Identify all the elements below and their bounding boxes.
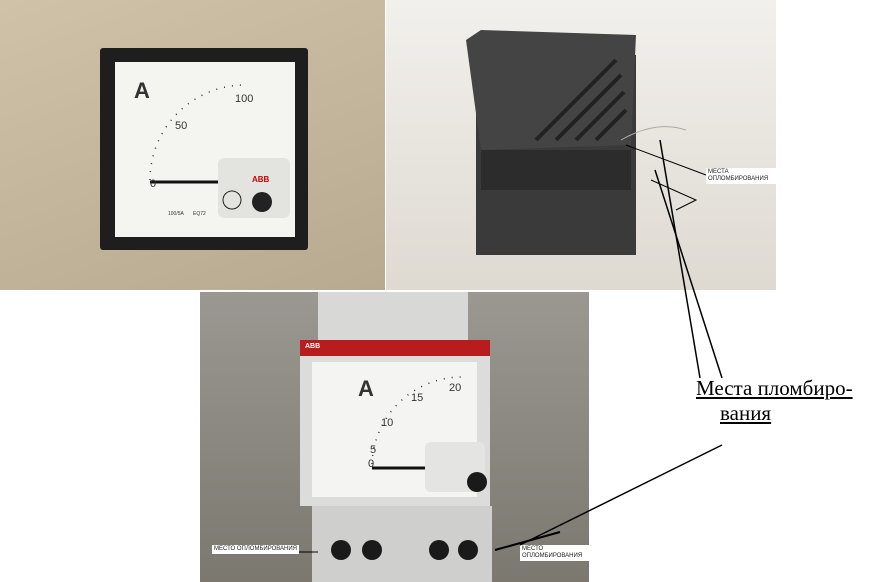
sealing-caption: Места пломбиро- вания (696, 376, 853, 426)
scale-10: 10 (381, 417, 394, 429)
caption-line-1: Места пломбиро- (696, 376, 853, 400)
scale-0: 0 (368, 458, 375, 470)
scale-20: 20 (449, 382, 462, 394)
photo-panel-meter: A 0 50 100 ABB 100/5A EQ72 (0, 0, 385, 290)
brand-logo: ABB (305, 343, 321, 350)
sealing-label-right: МЕСТО ОПЛОМБИРОВАНИЯ (520, 545, 589, 561)
housing-drawing (466, 30, 707, 255)
scale-15: 15 (411, 392, 424, 404)
photo-meter-housing: МЕСТА ОПЛОМБИРОВАНИЯ (386, 0, 776, 290)
sealing-label: МЕСТА ОПЛОМБИРОВАНИЯ (706, 168, 776, 184)
brand-logo: ABB (252, 175, 270, 184)
model: EQ72 (193, 211, 206, 217)
scale-5: 5 (370, 444, 377, 456)
din-meter-drawing (272, 292, 561, 582)
meter-unit: A (358, 376, 374, 401)
caption-line-2: вания (720, 401, 772, 425)
rating: 100/5A (168, 211, 184, 217)
panel-meter-drawing (100, 48, 308, 250)
scale-100: 100 (235, 93, 254, 105)
meter-unit: A (134, 78, 150, 103)
scale-50: 50 (175, 120, 188, 132)
sealing-label-left: МЕСТО ОПЛОМБИРОВАНИЯ (212, 545, 300, 554)
photo-din-meter: ABB A 0 5 10 15 20 МЕСТО ОПЛОМБИРОВАНИЯ … (200, 292, 589, 582)
scale-0: 0 (150, 178, 157, 190)
